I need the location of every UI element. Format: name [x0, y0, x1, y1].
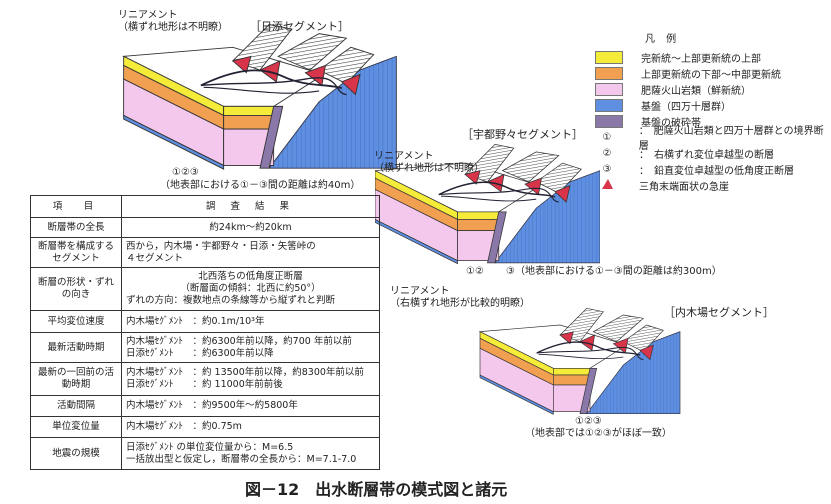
row-value: 内木場ｾｸﾞﾒﾝﾄ ：約0.75m	[121, 416, 380, 438]
figure-title: 図－12 出水断層帯の模式図と諸元	[245, 480, 508, 499]
row-value: 内木場ｾｸﾞﾒﾝﾄ ：約9500年～約5800年	[121, 395, 380, 417]
fault-marks-hiso: ①②③	[172, 167, 199, 178]
row-value: 北西落ちの低角度正断層（断層面の傾斜：北西に約50°）ずれの方向：複数地点の条線…	[121, 267, 380, 311]
value-line: ずれの方向：複数地点の条線等から縦ずれと判断	[126, 295, 336, 306]
legend-fault-2: ② ： 右横ずれ変位卓越型の断層	[595, 145, 831, 161]
distance-note-utsunono: ③（地表部における①－③間の距離は約300m）	[506, 266, 722, 277]
table-row: 活動間隔内木場ｾｸﾞﾒﾝﾄ ：約9500年～約5800年	[30, 395, 380, 417]
fault-number: ②	[602, 147, 612, 159]
value-line: 一括放出型と仮定し，断層帯の全長から：M=7.1-7.0	[126, 453, 357, 465]
swatch-hisatsu-volcanics	[595, 82, 623, 96]
segment-name-hiso: ［日添セグメント］	[250, 20, 349, 33]
legend-label: 完新統～上部更新統の上部	[641, 53, 761, 65]
legend-label: 基盤（四万十層群）	[641, 101, 731, 113]
distance-note-hiso: （地表部における①－③間の距離は約40m）	[160, 180, 361, 191]
row-key: 最新活動時期	[30, 332, 122, 363]
swatch-holocene	[595, 50, 623, 64]
row-key: 単位変位量	[30, 416, 122, 438]
legend-item: 基盤（四万十層群）	[595, 97, 831, 113]
row-value: 内木場ｾｸﾞﾒﾝﾄ ：約6300年前以降，約700 年前以前日添ｾｸﾞﾒﾝﾄ ：…	[121, 332, 380, 363]
legend-label: ： 鉛直変位卓越型の低角度正断層	[639, 165, 794, 177]
table-header: 項 目調 査 結 果	[30, 195, 380, 218]
row-key: 最新の一回前の活動時期	[30, 362, 122, 396]
row-key: 活動間隔	[30, 395, 122, 417]
row-key: 平均変位速度	[30, 310, 122, 333]
value-line: 内木場ｾｸﾞﾒﾝﾄ ：約6300年前以降，約700 年前以前	[126, 335, 352, 347]
value-line: 内木場ｾｸﾞﾒﾝﾄ ：約 13500年前以降，約8300年前以前	[126, 367, 364, 378]
legend-item: 肥薩火山岩類（鮮新統）	[595, 81, 831, 97]
swatch-pleistocene	[595, 66, 623, 80]
legend-item: 基盤の破砕帯	[595, 113, 831, 129]
value-line: 北西落ちの低角度正断層	[198, 271, 303, 282]
value-line: 日添ｾｸﾞﾒﾝﾄ ：約6300年前以降	[126, 347, 274, 359]
fault-marks-uchikoba: ①②③	[575, 416, 602, 427]
header-item: 項 目	[30, 195, 122, 218]
value-line: 日添ｾｸﾞﾒﾝﾄ ：約 11000年前前後	[126, 379, 283, 390]
legend-label: 肥薩火山岩類（鮮新統）	[641, 85, 751, 97]
triangle-scarp-icon	[595, 178, 619, 193]
table-row: 断層の形状・ずれの向き北西落ちの低角度正断層（断層面の傾斜：北西に約50°）ずれ…	[30, 267, 380, 311]
row-value: 約24km～約20km	[121, 217, 380, 238]
legend-fault-3: ③ ： 鉛直変位卓越型の低角度正断層	[595, 161, 831, 177]
legend-fault-1: ① ： 肥薩火山岩類と四万十層群との境界断層	[595, 126, 831, 152]
legend-title: 凡 例	[645, 34, 681, 45]
row-value: 内木場ｾｸﾞﾒﾝﾄ ：約 13500年前以降，約8300年前以前日添ｾｸﾞﾒﾝﾄ…	[121, 362, 380, 396]
segment-name-uchikoba: ［内木場セグメント］	[664, 306, 774, 319]
table-row: 断層帯の全長約24km～約20km	[30, 217, 380, 238]
fault-specification-table: 項 目調 査 結 果 断層帯の全長約24km～約20km 断層帯を構成するセグメ…	[30, 195, 380, 470]
table-row: 単位変位量内木場ｾｸﾞﾒﾝﾄ ：約0.75m	[30, 416, 380, 438]
legend-label: 上部更新統の下部～中部更新統	[641, 69, 781, 81]
segment-name-utsunono: ［宇都野々セグメント］	[462, 128, 583, 141]
swatch-basement	[595, 98, 623, 112]
row-key: 地震の規模	[30, 437, 122, 470]
table-row: 最新の一回前の活動時期内木場ｾｸﾞﾒﾝﾄ ：約 13500年前以降，約8300年…	[30, 362, 380, 396]
lineament-label-hiso: リニアメント（横ずれ地形は不明瞭）	[118, 10, 228, 33]
legend-item: 完新統～上部更新統の上部	[595, 49, 831, 65]
legend-label: ： 肥薩火山岩類と四万十層群との境界断層	[638, 126, 824, 152]
legend-scarp: 三角末端面状の急崖	[595, 177, 831, 193]
value-line: 日添ｾｸﾞﾒﾝﾄ の単位変位量から：M=6.5	[126, 441, 294, 453]
legend: 凡 例 完新統～上部更新統の上部 上部更新統の下部～中部更新統 肥薩火山岩類（鮮…	[595, 30, 831, 193]
table-row: 平均変位速度内木場ｾｸﾞﾒﾝﾄ ：約0.1m/10³年	[30, 310, 380, 333]
value-line: （断層面の傾斜：北西に約50°）	[180, 283, 321, 294]
row-key: 断層帯を構成するセグメント	[30, 237, 122, 268]
header-result: 調 査 結 果	[121, 195, 380, 218]
row-value: 内木場ｾｸﾞﾒﾝﾄ ：約0.1m/10³年	[121, 310, 380, 333]
swatch-fracture-zone	[595, 114, 623, 128]
legend-label: ： 右横ずれ変位卓越型の断層	[639, 149, 774, 161]
row-key: 断層の形状・ずれの向き	[30, 267, 122, 311]
value-line: 西から，内木場・宇都野々・日添・矢筈峠の	[126, 240, 316, 252]
fault-number: ③	[602, 163, 612, 175]
fault-number: ①	[602, 131, 612, 143]
legend-item: 上部更新統の下部～中部更新統	[595, 65, 831, 81]
distance-note-uchikoba: （地表部では①②③がほぼ一致）	[525, 428, 672, 439]
legend-label: 基盤の破砕帯	[641, 117, 701, 129]
lineament-label-uchikoba: リニアメント（右横ずれ地形が比較的明瞭）	[390, 286, 530, 309]
fault-marks-utsunono: ①②	[466, 266, 484, 277]
row-key: 断層帯の全長	[30, 217, 122, 238]
value-line: ４セグメント	[126, 252, 184, 264]
block-diagram-uchikoba	[479, 307, 681, 415]
legend-label: 三角末端面状の急崖	[639, 181, 729, 193]
lineament-label-utsunono: リニアメント（横ずれ地形は不明瞭）	[374, 151, 484, 174]
